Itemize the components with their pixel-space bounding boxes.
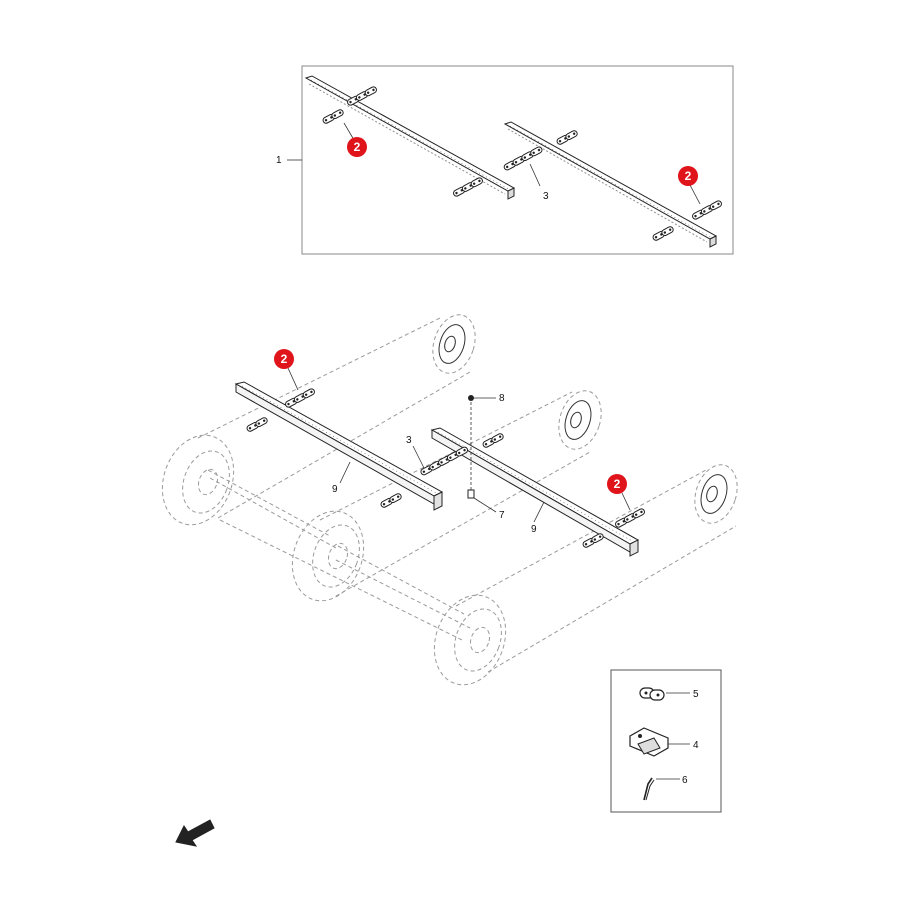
attachment-link-part-4 bbox=[629, 727, 669, 757]
bolt-part-8 bbox=[468, 395, 474, 490]
callout-badge-2-main-left: 2 bbox=[274, 349, 294, 369]
svg-text:2: 2 bbox=[354, 140, 361, 154]
roller-front bbox=[433, 594, 507, 686]
inset-slat-left bbox=[304, 75, 516, 200]
callout-6: 6 bbox=[682, 775, 688, 786]
sprocket-middle bbox=[558, 390, 602, 450]
sprocket-front bbox=[694, 464, 738, 524]
callout-3-main: 3 bbox=[406, 435, 412, 446]
assembly-inset: 1 3 2 2 bbox=[276, 65, 734, 255]
inset-slat-right bbox=[503, 121, 718, 248]
nut-part-7 bbox=[467, 489, 475, 499]
svg-text:2: 2 bbox=[685, 169, 692, 183]
connecting-link-part-5 bbox=[639, 687, 665, 701]
parts-detail-inset: 5 4 6 bbox=[610, 669, 722, 813]
roller-rear bbox=[161, 434, 331, 537]
main-assembly: 8 7 3 9 9 2 2 bbox=[161, 314, 738, 686]
detail-frame bbox=[610, 669, 722, 813]
callout-9-right: 9 bbox=[531, 524, 537, 535]
svg-text:2: 2 bbox=[614, 477, 621, 491]
callout-4: 4 bbox=[693, 740, 699, 751]
svg-text:2: 2 bbox=[281, 352, 288, 366]
sprocket-rear bbox=[432, 314, 476, 374]
roller-middle bbox=[291, 510, 465, 615]
callout-7: 7 bbox=[499, 510, 505, 521]
callout-badge-2-main-right: 2 bbox=[607, 474, 627, 494]
callout-badge-2-inset-left: 2 bbox=[347, 137, 367, 157]
callout-badge-2-inset-right: 2 bbox=[678, 166, 698, 186]
callout-3-inset: 3 bbox=[543, 191, 549, 202]
phantom-chain-lines bbox=[197, 317, 737, 673]
inset-chain-segments bbox=[321, 85, 724, 242]
slat-left bbox=[234, 381, 444, 511]
callout-8: 8 bbox=[499, 393, 505, 404]
slat-right bbox=[430, 427, 640, 557]
callout-9-left: 9 bbox=[332, 484, 338, 495]
callout-5: 5 bbox=[693, 689, 699, 700]
callout-1: 1 bbox=[276, 155, 282, 166]
arrow-down-left-icon bbox=[175, 819, 215, 847]
split-pin-part-6 bbox=[643, 777, 655, 801]
